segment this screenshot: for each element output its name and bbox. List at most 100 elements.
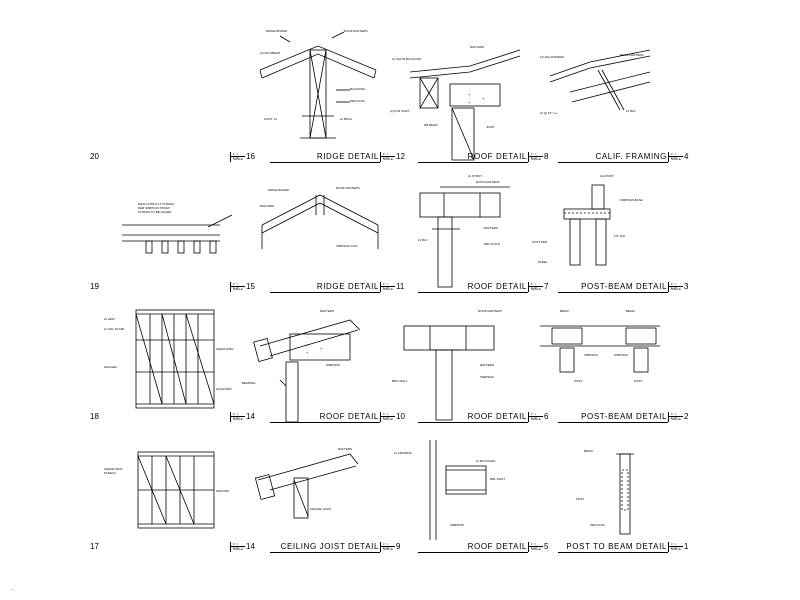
detail-number: 2 bbox=[684, 412, 689, 421]
svg-text:POST: POST bbox=[576, 497, 584, 501]
svg-text:JOIST: JOIST bbox=[486, 125, 495, 129]
svg-text:(2) FLR JOIST: (2) FLR JOIST bbox=[390, 109, 410, 113]
svg-text:RAFTERS: RAFTERS bbox=[260, 204, 274, 208]
detail-title: ROOF DETAIL bbox=[319, 412, 379, 421]
svg-text:RAFTERS: RAFTERS bbox=[338, 447, 352, 451]
svg-text:2x BLKG: 2x BLKG bbox=[340, 117, 353, 121]
detail-number: 15 bbox=[246, 282, 255, 291]
svg-text:2x HDR: 2x HDR bbox=[104, 317, 115, 321]
scale-label: SCALE bbox=[671, 157, 681, 161]
detail-number: 8 bbox=[544, 152, 549, 161]
svg-text:HANGER: HANGER bbox=[104, 365, 118, 369]
scale-label: SCALE bbox=[233, 287, 243, 291]
svg-text:ROOF RAFTERS: ROOF RAFTERS bbox=[336, 186, 360, 190]
drawing-post-to-beam-1: BEAM POST PER PLAN bbox=[530, 440, 670, 570]
svg-text:PANELS: PANELS bbox=[104, 471, 116, 475]
svg-text:SHEAR WALL: SHEAR WALL bbox=[104, 467, 124, 471]
svg-text:BEAM: BEAM bbox=[560, 309, 569, 313]
title-underline bbox=[418, 162, 528, 163]
corner-mark: . bbox=[12, 586, 14, 592]
svg-text:2x BLK: 2x BLK bbox=[626, 109, 636, 113]
scale-label: SCALE bbox=[233, 417, 243, 421]
svg-text:DBL PLATE: DBL PLATE bbox=[484, 242, 500, 246]
scale-block: 1" = 1'-0"SCALE bbox=[528, 282, 543, 292]
detail-number: 7 bbox=[544, 282, 549, 291]
scale-label: SCALE bbox=[671, 547, 681, 551]
title-underline bbox=[418, 552, 528, 553]
detail-number: 10 bbox=[396, 412, 405, 421]
detail-number: 19 bbox=[90, 282, 99, 291]
scale-value: 1" = 1'-0" bbox=[671, 152, 677, 160]
title-underline bbox=[270, 292, 380, 293]
drawing-drag-strut-19: DRAG STRUT LT (STRAP)PER SIMPSON STRAP S… bbox=[110, 165, 250, 295]
scale-block: 1" = 1'-0"SCALE bbox=[380, 282, 395, 292]
svg-text:POST: POST bbox=[634, 379, 642, 383]
svg-text:1/2" DIA: 1/2" DIA bbox=[614, 234, 625, 238]
detail-number: 1 bbox=[684, 542, 689, 551]
scale-value: 1" = 1'-0" bbox=[383, 152, 389, 160]
svg-text:DB BEAM: DB BEAM bbox=[424, 123, 438, 127]
detail-number: 16 bbox=[246, 152, 255, 161]
title-underline bbox=[558, 552, 668, 553]
svg-text:SIMPSON: SIMPSON bbox=[614, 353, 628, 357]
svg-text:2x SOLID BLOCKING: 2x SOLID BLOCKING bbox=[392, 57, 422, 61]
detail-number: 20 bbox=[90, 152, 99, 161]
title-underline bbox=[270, 552, 380, 553]
svg-text:ROOF RAFTERS: ROOF RAFTERS bbox=[478, 309, 502, 313]
svg-text:+: + bbox=[306, 342, 309, 347]
title-underline bbox=[270, 422, 380, 423]
scale-block: 1" = 1'-0"SCALE bbox=[230, 152, 245, 162]
svg-text:FLITCH BEAM: FLITCH BEAM bbox=[260, 51, 280, 55]
scale-block: 1" = 1'-0"SCALE bbox=[230, 412, 245, 422]
svg-text:STRAPS TO BE NAILED: STRAPS TO BE NAILED bbox=[138, 210, 172, 214]
svg-text:2x FRAMING: 2x FRAMING bbox=[394, 451, 413, 455]
detail-number: 14 bbox=[246, 542, 255, 551]
svg-text:PER PLAN: PER PLAN bbox=[350, 99, 365, 103]
detail-title: CEILING JOIST DETAIL bbox=[280, 542, 379, 551]
detail-number: 3 bbox=[684, 282, 689, 291]
scale-value: 1" = 1'-0" bbox=[383, 412, 389, 420]
scale-block: 1" = 1'-0"SCALE bbox=[230, 542, 245, 552]
svg-text:2x STRUT: 2x STRUT bbox=[468, 174, 482, 178]
scale-block: 1" = 1'-0"SCALE bbox=[668, 412, 683, 422]
svg-text:RAFTERS: RAFTERS bbox=[320, 309, 334, 313]
scale-value: 1" = 1'-0" bbox=[233, 152, 239, 160]
svg-text:SIMPSON CLIP: SIMPSON CLIP bbox=[336, 244, 357, 248]
svg-text:SHEATHING: SHEATHING bbox=[216, 347, 234, 351]
detail-title: ROOF DETAIL bbox=[467, 542, 527, 551]
svg-text:PER PLAN: PER PLAN bbox=[590, 523, 605, 527]
svg-text:BEAM: BEAM bbox=[584, 449, 593, 453]
svg-text:SIMPSON: SIMPSON bbox=[450, 523, 464, 527]
scale-block: 1" = 1'-0"SCALE bbox=[528, 152, 543, 162]
svg-text:+: + bbox=[320, 346, 323, 351]
detail-title: ROOF DETAIL bbox=[467, 412, 527, 421]
detail-title: ROOF DETAIL bbox=[467, 152, 527, 161]
detail-number: 12 bbox=[396, 152, 405, 161]
svg-text:+: + bbox=[468, 92, 471, 97]
detail-title: RIDGE DETAIL bbox=[316, 152, 379, 161]
scale-value: 1" = 1'-0" bbox=[233, 282, 239, 290]
svg-text:2x BLK: 2x BLK bbox=[418, 238, 428, 242]
svg-text:RAFTERS: RAFTERS bbox=[484, 226, 498, 230]
scale-label: SCALE bbox=[671, 417, 681, 421]
scale-label: SCALE bbox=[383, 417, 393, 421]
scale-block: 1" = 1'-0"SCALE bbox=[230, 282, 245, 292]
svg-text:2x BLOCKING: 2x BLOCKING bbox=[476, 459, 496, 463]
svg-text:STEEL: STEEL bbox=[538, 260, 548, 264]
scale-block: 1" = 1'-0"SCALE bbox=[668, 542, 683, 552]
scale-block: 1" = 1'-0"SCALE bbox=[528, 412, 543, 422]
scale-label: SCALE bbox=[383, 287, 393, 291]
scale-value: 1" = 1'-0" bbox=[383, 282, 389, 290]
svg-text:PER SIMPSON STRAP: PER SIMPSON STRAP bbox=[138, 206, 170, 210]
detail-number: 18 bbox=[90, 412, 99, 421]
svg-text:SIMPSON: SIMPSON bbox=[584, 353, 598, 357]
detail-number: 6 bbox=[544, 412, 549, 421]
svg-text:POST PER: POST PER bbox=[532, 240, 548, 244]
scale-label: SCALE bbox=[531, 157, 541, 161]
scale-value: 1" = 1'-0" bbox=[531, 542, 537, 550]
